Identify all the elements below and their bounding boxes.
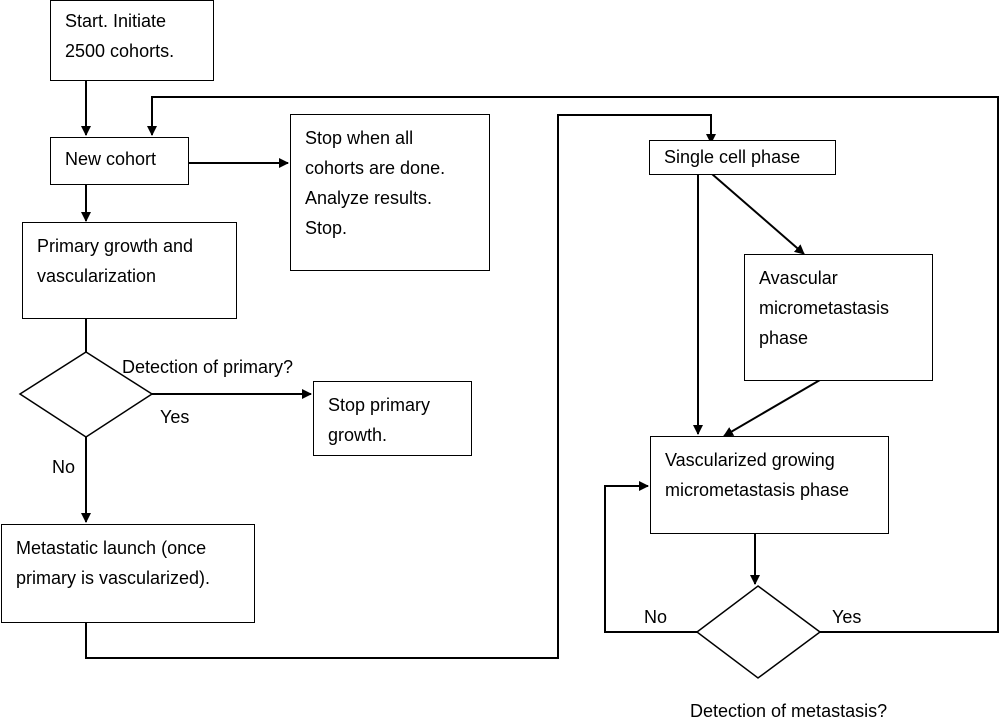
metastatic-launch-box: Metastatic launch (once primary is vascu… xyxy=(1,524,255,623)
stop-all-line-3: Analyze results. xyxy=(305,188,433,208)
single-cell-box: Single cell phase xyxy=(649,140,836,175)
vascularized-box: Vascularized growing micrometastasis pha… xyxy=(650,436,889,534)
single-cell-label: Single cell phase xyxy=(664,147,801,167)
yes-metastasis-label: Yes xyxy=(832,607,862,627)
primary-growth-line-2: vascularization xyxy=(37,266,157,286)
start-line-1: Start. Initiate xyxy=(65,11,167,31)
detection-of-primary-label: Detection of primary? xyxy=(122,357,294,377)
no-primary-label: No xyxy=(52,457,76,477)
arrow-metastatic-to-single-cell xyxy=(85,114,716,659)
new-cohort-label: New cohort xyxy=(65,149,157,169)
decision-diamond-primary xyxy=(18,351,154,438)
start-line-2: 2500 cohorts. xyxy=(65,41,175,61)
primary-growth-box: Primary growth and vascularization xyxy=(22,222,237,319)
decision-diamond-metastasis xyxy=(695,585,822,679)
avascular-line-3: phase xyxy=(759,328,809,348)
avascular-line-1: Avascular xyxy=(759,268,838,288)
start-box: Start. Initiate 2500 cohorts. xyxy=(50,0,214,81)
detection-of-metastasis-label: Detection of metastasis? xyxy=(690,701,888,721)
stop-primary-line-1: Stop primary xyxy=(328,395,431,415)
no-metastasis-label: No xyxy=(644,607,668,627)
vascularized-line-2: micrometastasis phase xyxy=(665,480,850,500)
stop-all-line-4: Stop. xyxy=(305,218,348,238)
arrow-avascular-to-vascularized xyxy=(723,379,821,437)
arrow-no-to-vascularized xyxy=(604,481,697,633)
metastatic-launch-line-2: primary is vascularized). xyxy=(16,568,211,588)
stop-primary-box: Stop primary growth. xyxy=(313,381,472,456)
avascular-box: Avascular micrometastasis phase xyxy=(744,254,933,381)
arrow-single-to-avascular xyxy=(711,173,805,255)
stop-all-line-2: cohorts are done. xyxy=(305,158,446,178)
new-cohort-box: New cohort xyxy=(50,137,189,185)
metastatic-launch-line-1: Metastatic launch (once xyxy=(16,538,207,558)
vascularized-line-1: Vascularized growing xyxy=(665,450,835,470)
stop-all-line-1: Stop when all xyxy=(305,128,414,148)
avascular-line-2: micrometastasis xyxy=(759,298,890,318)
yes-primary-label: Yes xyxy=(160,407,190,427)
stop-all-box: Stop when all cohorts are done. Analyze … xyxy=(290,114,490,271)
primary-growth-line-1: Primary growth and xyxy=(37,236,194,256)
arrow-yes-to-new-cohort xyxy=(147,96,999,633)
stop-primary-line-2: growth. xyxy=(328,425,388,445)
